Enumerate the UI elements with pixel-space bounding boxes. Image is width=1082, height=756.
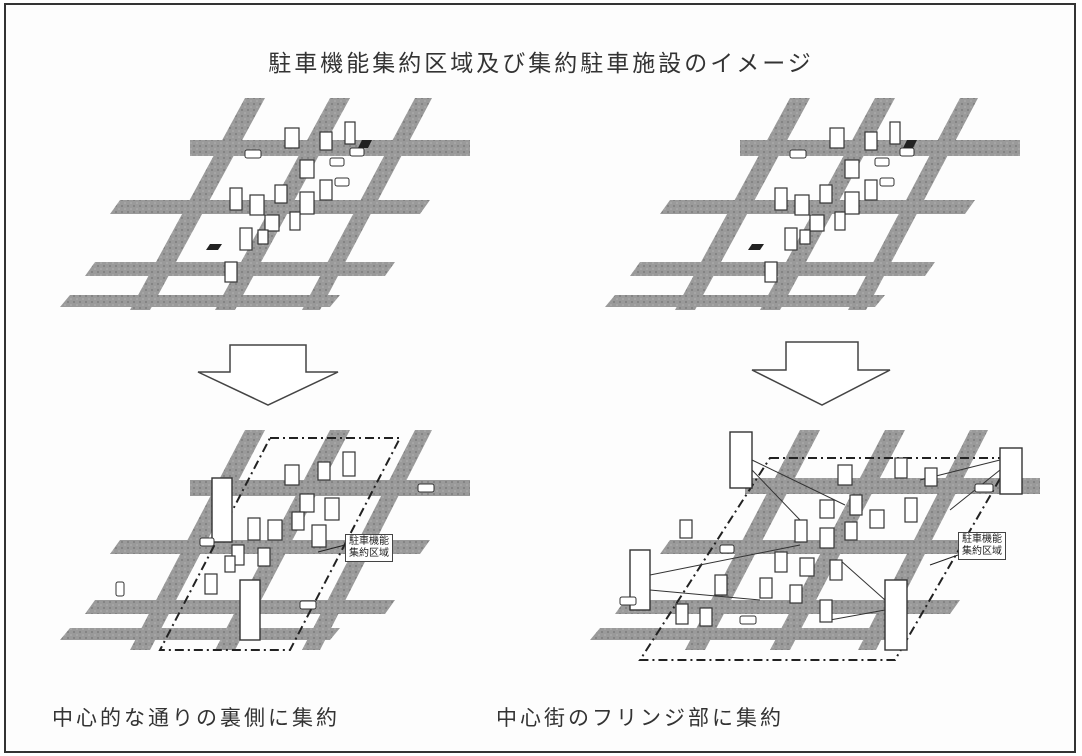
road-grid bbox=[60, 430, 470, 650]
car-icons bbox=[244, 147, 365, 187]
down-arrow-right bbox=[751, 341, 891, 406]
parking-lot-icons bbox=[748, 140, 917, 250]
zone-label-line1: 駐車機能 bbox=[349, 536, 389, 547]
parking-building-icons bbox=[211, 477, 261, 641]
building-cluster bbox=[224, 121, 356, 283]
zone-label-right: 駐車機能 集約区域 bbox=[958, 532, 1006, 560]
building-cluster bbox=[764, 121, 901, 283]
map-bottom-left bbox=[60, 430, 470, 651]
map-top-left bbox=[60, 98, 470, 310]
down-arrow-left bbox=[197, 344, 339, 406]
building-cluster bbox=[675, 457, 938, 627]
diagram-title: 駐車機能集約区域及び集約駐車施設のイメージ bbox=[268, 51, 814, 77]
road-grid bbox=[60, 98, 470, 310]
map-bottom-right bbox=[590, 430, 1040, 661]
parking-zone-boundary bbox=[158, 437, 402, 651]
zone-leader-line bbox=[317, 544, 346, 553]
zone-label-left: 駐車機能 集約区域 bbox=[345, 534, 393, 562]
zone-label-line2: 集約区域 bbox=[962, 546, 1002, 557]
caption-left: 中心的な通りの裏側に集約 bbox=[52, 706, 340, 730]
parking-building-icons bbox=[629, 431, 1023, 651]
zone-label-line2: 集約区域 bbox=[349, 548, 389, 559]
caption-right: 中心街のフリンジ部に集約 bbox=[496, 706, 784, 730]
car-icons bbox=[115, 483, 435, 610]
car-icons bbox=[619, 483, 994, 625]
zone-leader-line bbox=[929, 554, 959, 566]
road-grid bbox=[605, 98, 1020, 310]
zone-label-line1: 駐車機能 bbox=[962, 534, 1002, 545]
parking-zone-boundary bbox=[638, 457, 1014, 661]
parking-lot-icons bbox=[206, 140, 372, 250]
building-cluster bbox=[204, 451, 356, 595]
map-top-right bbox=[605, 98, 1020, 310]
connection-lines bbox=[649, 459, 1001, 621]
